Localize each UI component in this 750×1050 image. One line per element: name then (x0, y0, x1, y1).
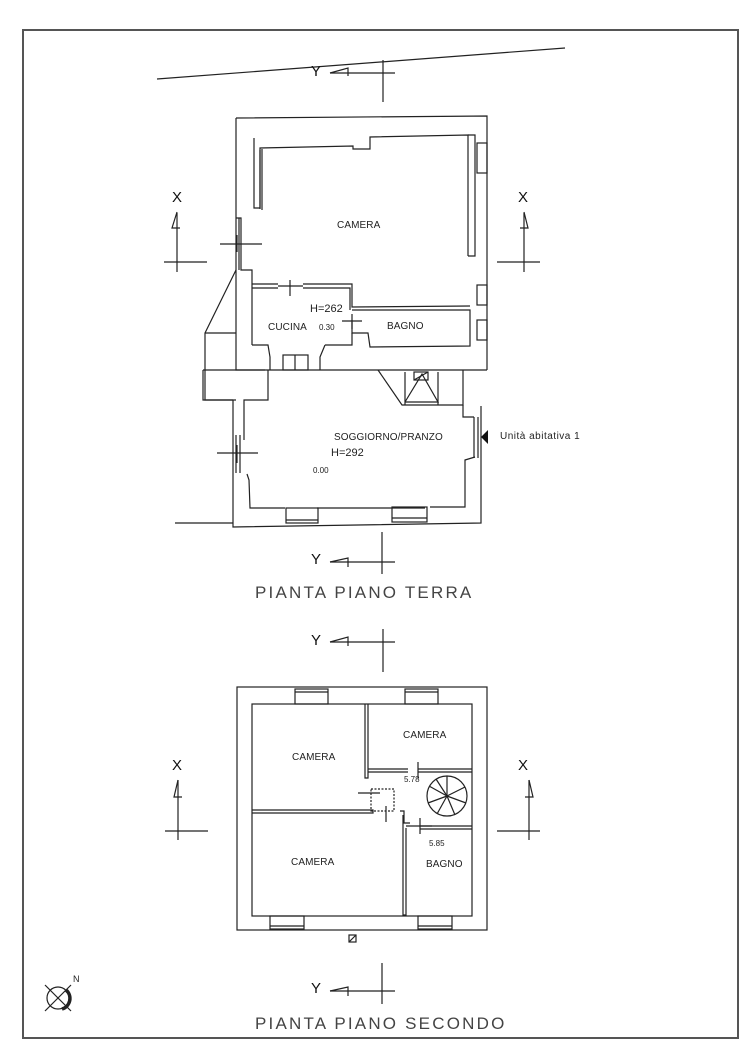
section-marker-y-second-top (329, 629, 395, 672)
room-label-soggiorno-pranzo: SOGGIORNO/PRANZO (334, 432, 443, 443)
room-label-bagno-second: BAGNO (426, 859, 463, 870)
elevation-label-cucina: 0.30 (319, 323, 335, 332)
section-label-x-right-second: X (518, 757, 529, 774)
room-label-bagno: BAGNO (387, 321, 424, 332)
section-marker-y-top (329, 60, 395, 102)
section-marker-x-right-ground (497, 211, 540, 272)
section-label-y-second-bottom: Y (311, 980, 322, 997)
property-boundary-line (156, 47, 566, 80)
section-label-x-right-ground: X (518, 189, 529, 206)
room-label-camera-right-top: CAMERA (403, 730, 447, 741)
section-marker-y-second-bottom (329, 963, 395, 1004)
room-label-cucina: CUCINA (268, 322, 307, 333)
elevation-label-soggiorno: 0.00 (313, 466, 329, 475)
north-arrow-icon (44, 984, 72, 1012)
unit-label: Unità abitativa 1 (500, 431, 581, 442)
second-floor-title: PIANTA PIANO SECONDO (255, 1014, 507, 1033)
height-label-cucina: H=262 (310, 303, 343, 315)
sheet-frame (22, 29, 739, 1039)
ground-floor-plan (175, 115, 488, 528)
section-marker-x-right-second (497, 779, 540, 840)
section-label-y-ground-bottom: Y (311, 551, 322, 568)
room-label-camera-left-top: CAMERA (292, 752, 336, 763)
section-label-y-second-top: Y (311, 632, 322, 649)
section-marker-y-ground-bottom (329, 532, 395, 574)
room-label-camera: CAMERA (337, 220, 381, 231)
north-label: N (73, 974, 80, 984)
room-label-camera-bottom: CAMERA (291, 857, 335, 868)
section-label-x-left-second: X (172, 757, 183, 774)
section-label-y-top: Y (311, 63, 322, 80)
second-floor-plan (236, 686, 488, 943)
section-marker-x-left-second (165, 779, 208, 840)
elevation-label-bagno: 5.85 (429, 839, 445, 848)
height-label-soggiorno: H=292 (331, 447, 364, 459)
elevation-label-landing: 5.78 (404, 775, 420, 784)
ground-floor-title: PIANTA PIANO TERRA (255, 583, 474, 602)
section-marker-x-left-ground (164, 211, 207, 272)
section-label-x-left-ground: X (172, 189, 183, 206)
